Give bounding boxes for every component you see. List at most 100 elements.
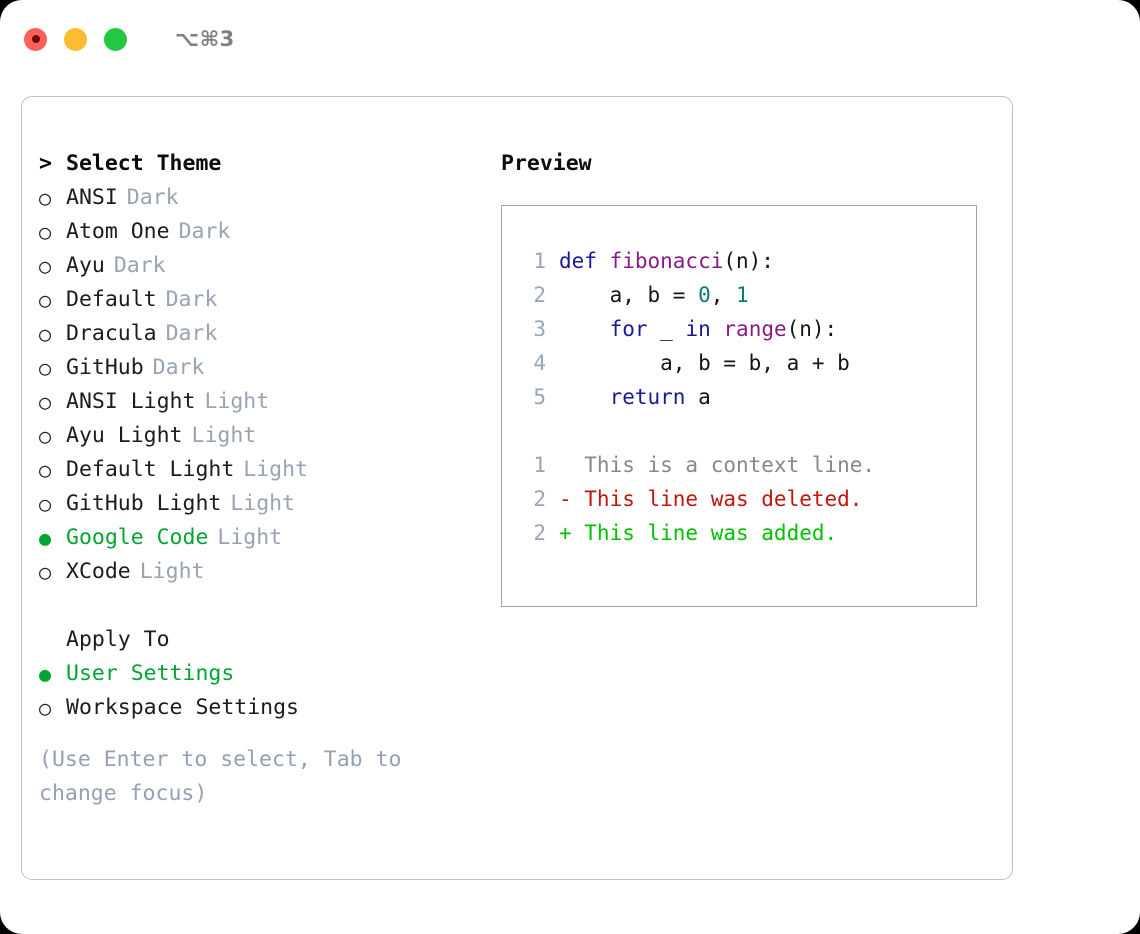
theme-variant-label: Light: [230, 491, 296, 516]
apply-to-option[interactable]: ● User Settings: [39, 657, 499, 691]
theme-list-item[interactable]: ○ Atom One Dark: [39, 215, 499, 249]
close-button[interactable]: [24, 27, 47, 51]
apply-to-option-label: Workspace Settings: [66, 695, 299, 720]
theme-name: Atom One: [66, 219, 170, 244]
theme-variant-label: Dark: [126, 185, 179, 210]
line-number: 5: [533, 385, 546, 409]
theme-variant-label: Light: [139, 559, 205, 584]
line-number: 2: [533, 283, 546, 307]
radio-unselected-icon[interactable]: ○: [39, 424, 52, 448]
diff-line-text: - This line was deleted.: [559, 487, 863, 511]
diff-line-text: This is a context line.: [559, 453, 876, 477]
theme-variant-label: Dark: [178, 219, 231, 244]
code-diff-separator: [520, 414, 976, 448]
preview-title: Preview: [501, 151, 592, 176]
diff-sample: 1 This is a context line. 2 - This line wa…: [520, 448, 976, 550]
theme-list-item[interactable]: ○ Ayu Light Light: [39, 419, 499, 453]
code-token-plain: _: [647, 317, 686, 341]
apply-to-option[interactable]: ○ Workspace Settings: [39, 691, 499, 725]
theme-name: Default Light: [66, 457, 235, 482]
recording-dot-icon: [31, 35, 40, 43]
code-line-text: def fibonacci(n):: [559, 244, 774, 278]
code-token-fn: range: [723, 317, 787, 341]
code-token-plain: [559, 317, 610, 341]
code-line-text: a, b = b, a + b: [559, 346, 850, 380]
line-number: 2: [533, 487, 546, 511]
radio-unselected-icon[interactable]: ○: [39, 696, 52, 720]
code-token-fn: fibonacci: [609, 249, 724, 273]
code-token-plain: (n):: [723, 249, 774, 273]
theme-name: XCode: [66, 559, 131, 584]
code-line: 3 for _ in range(n):: [520, 312, 976, 346]
diff-line: 1 This is a context line.: [520, 448, 976, 482]
code-token-kw: def: [559, 249, 610, 273]
diff-line-text: + This line was added.: [559, 521, 838, 545]
radio-unselected-icon[interactable]: ○: [39, 186, 52, 210]
apply-to-title: Apply To: [66, 627, 170, 652]
theme-name: Google Code: [66, 525, 209, 550]
code-token-num: 0: [698, 283, 711, 307]
theme-list-item[interactable]: ● Google Code Light: [39, 521, 499, 555]
theme-variant-label: Light: [217, 525, 283, 550]
radio-unselected-icon[interactable]: ○: [39, 560, 52, 584]
code-token-plain: a: [685, 385, 711, 409]
theme-variant-label: Dark: [165, 321, 218, 346]
radio-unselected-icon[interactable]: ○: [39, 322, 52, 346]
traffic-lights: [24, 27, 127, 51]
code-line-text: return a: [559, 380, 711, 414]
theme-variant-label: Dark: [113, 253, 166, 278]
code-line: 1 def fibonacci(n):: [520, 244, 976, 278]
apply-to-header: Apply To: [39, 623, 499, 657]
radio-unselected-icon[interactable]: ○: [39, 492, 52, 516]
theme-name: ANSI Light: [66, 389, 196, 414]
line-number: 1: [533, 249, 546, 273]
radio-selected-icon[interactable]: ●: [39, 526, 52, 550]
theme-name: ANSI: [66, 185, 118, 210]
theme-list-item[interactable]: ○ XCode Light: [39, 555, 499, 589]
apply-to-option-label: User Settings: [66, 661, 235, 686]
theme-variant-label: Light: [204, 389, 270, 414]
code-token-plain: [559, 385, 610, 409]
select-theme-title: Select Theme: [66, 151, 222, 176]
code-line: 4 a, b = b, a + b: [520, 346, 976, 380]
diff-line: 2 - This line was deleted.: [520, 482, 976, 516]
list-spacer: [39, 589, 499, 623]
line-number: 2: [533, 521, 546, 545]
radio-unselected-icon[interactable]: ○: [39, 220, 52, 244]
code-token-plain: a, b =: [559, 283, 699, 307]
title-bar: ⌥⌘3: [0, 0, 1140, 78]
line-number: 3: [533, 317, 546, 341]
theme-name: Ayu Light: [66, 423, 183, 448]
radio-unselected-icon[interactable]: ○: [39, 458, 52, 482]
theme-list-item[interactable]: ○ Default Light Light: [39, 453, 499, 487]
theme-list-item[interactable]: ○ GitHub Light Light: [39, 487, 499, 521]
theme-name: GitHub Light: [66, 491, 222, 516]
theme-variant-label: Light: [243, 457, 309, 482]
apply-to-options: ● User Settings ○ Workspace Settings: [39, 657, 499, 725]
minimize-button[interactable]: [64, 27, 87, 51]
theme-list-item[interactable]: ○ ANSI Light Light: [39, 385, 499, 419]
maximize-button[interactable]: [104, 27, 127, 51]
radio-unselected-icon[interactable]: ○: [39, 288, 52, 312]
code-token-plain: ,: [710, 283, 737, 307]
radio-selected-icon[interactable]: ●: [39, 662, 52, 686]
code-token-plain: (n):: [786, 317, 838, 341]
code-token-kw: for: [609, 317, 648, 341]
code-line-text: a, b = 0, 1: [559, 278, 749, 312]
radio-unselected-icon[interactable]: ○: [39, 254, 52, 278]
theme-variant-label: Light: [191, 423, 257, 448]
radio-unselected-icon[interactable]: ○: [39, 356, 52, 380]
radio-unselected-icon[interactable]: ○: [39, 390, 52, 414]
theme-name: GitHub: [66, 355, 144, 380]
theme-list-item[interactable]: ○ ANSI Dark: [39, 181, 499, 215]
